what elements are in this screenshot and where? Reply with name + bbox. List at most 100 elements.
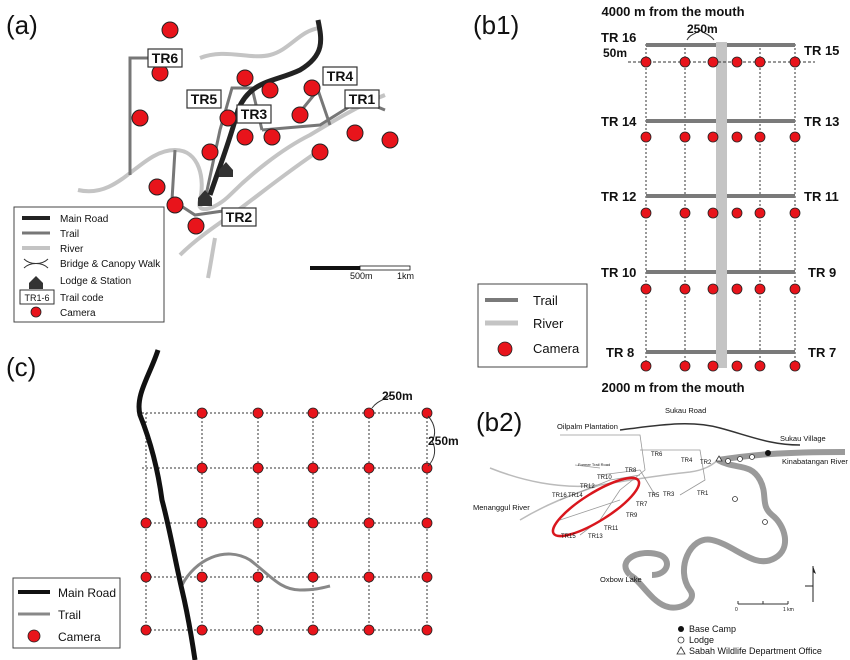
- b1-row-right: TR 13: [804, 114, 839, 129]
- camera-marker: [381, 131, 399, 149]
- panel-a: (a): [6, 10, 414, 323]
- sukau-road: [619, 423, 801, 446]
- camera-marker: [421, 407, 433, 419]
- camera-marker: [311, 143, 329, 161]
- legend-camera-icon: [497, 341, 513, 357]
- north-arrow-icon: [805, 566, 816, 602]
- camera-marker: [789, 131, 801, 143]
- camera-marker: [252, 571, 264, 583]
- camera-marker: [252, 462, 264, 474]
- panel-c: (c) 250m 250: [6, 349, 459, 660]
- study-area-highlight: [551, 476, 641, 538]
- camera-marker: [252, 624, 264, 636]
- b2-trail: TR9: [626, 513, 638, 519]
- camera-marker: [252, 407, 264, 419]
- camera-marker: [679, 131, 691, 143]
- camera-marker: [303, 79, 321, 97]
- camera-marker: [363, 624, 375, 636]
- camera-marker: [307, 462, 319, 474]
- b1-row-right: TR 15: [804, 43, 839, 58]
- panel-b1-label: (b1): [473, 10, 519, 40]
- b2-former-trail: Former Trail Road: [578, 462, 610, 467]
- camera-marker: [754, 131, 766, 143]
- b2-trail: TR6: [651, 452, 663, 458]
- main-road-a: [207, 19, 324, 196]
- b2-oxbow: Oxbow Lake: [600, 575, 642, 584]
- legend-b2-office: Sabah Wildlife Department Office: [689, 646, 822, 656]
- b2-scale-end: 1 km: [783, 607, 794, 613]
- b1-row-left: TR 10: [601, 265, 636, 280]
- river-south: [178, 148, 322, 257]
- b1-row-left: TR 12: [601, 189, 636, 204]
- legend-c-camera: Camera: [58, 630, 101, 644]
- camera-marker: [421, 517, 433, 529]
- camera-marker: [148, 178, 166, 196]
- trail-code-tr6: TR6: [152, 50, 179, 66]
- camera-marker: [196, 462, 208, 474]
- camera-marker: [140, 571, 152, 583]
- trail-code-tr2: TR2: [226, 209, 253, 225]
- trail-code-tr3: TR3: [241, 106, 268, 122]
- b1-row-right: TR 9: [808, 265, 836, 280]
- camera-marker: [291, 106, 309, 124]
- legend-b2-base-camp: Base Camp: [689, 624, 736, 634]
- camera-marker: [789, 360, 801, 372]
- camera-marker: [789, 56, 801, 68]
- legend-c-main-road: Main Road: [58, 586, 116, 600]
- legend-a-lodge: Lodge & Station: [60, 276, 131, 287]
- b1-top-text: 4000 m from the mouth: [601, 4, 744, 19]
- camera-marker: [707, 360, 719, 372]
- b2-trail: TR4: [681, 458, 693, 464]
- camera-marker: [307, 407, 319, 419]
- scale-bar-b2: 0 1 km: [735, 601, 794, 613]
- panel-b2: (b2) Sukau Road Oil: [473, 406, 848, 656]
- camera-marker: [640, 131, 652, 143]
- river-stub: [206, 237, 217, 279]
- b2-trail: TR12: [580, 484, 595, 490]
- camera-marker: [196, 517, 208, 529]
- trail-code-boxes: TR6 TR5 TR3 TR4 TR1 TR2: [147, 48, 380, 227]
- camera-marker: [307, 571, 319, 583]
- legend-b1: Trail River Camera: [477, 283, 588, 368]
- lodge-icon: [219, 162, 233, 177]
- camera-marker: [187, 217, 205, 235]
- legend-a-bridge: Bridge & Canopy Walk: [60, 259, 161, 270]
- b2-kinabatangan: Kinabatangan River: [782, 457, 848, 466]
- camera-marker: [263, 128, 281, 146]
- b2-trail: TR10: [597, 475, 612, 481]
- base-camp-marker: [765, 450, 771, 456]
- camera-marker: [731, 207, 743, 219]
- trail-code-tr1: TR1: [349, 91, 376, 107]
- camera-marker: [789, 207, 801, 219]
- b2-sukau-village: Sukau Village: [780, 434, 826, 443]
- c-main-road: [136, 349, 198, 660]
- camera-marker: [421, 571, 433, 583]
- camera-marker: [196, 624, 208, 636]
- b1-row-right: TR 11: [804, 189, 839, 204]
- panel-a-label: (a): [6, 10, 38, 40]
- camera-marker: [236, 128, 254, 146]
- camera-marker: [640, 360, 652, 372]
- camera-marker: [363, 517, 375, 529]
- scale-a-end: 1km: [397, 271, 414, 281]
- b2-trail: TR8: [625, 468, 637, 474]
- camera-marker: [731, 56, 743, 68]
- camera-marker: [421, 462, 433, 474]
- camera-marker: [131, 109, 149, 127]
- legend-a: Main Road Trail River Bridge & Canopy Wa…: [13, 206, 165, 323]
- b1-row-right: TR 7: [808, 345, 836, 360]
- b2-sukau-road: Sukau Road: [665, 406, 706, 415]
- camera-marker: [421, 624, 433, 636]
- legend-c: Main Road Trail Camera: [12, 577, 121, 649]
- camera-marker: [307, 517, 319, 529]
- camera-marker: [679, 207, 691, 219]
- legend-b1-trail: Trail: [533, 293, 558, 308]
- legend-c-trail: Trail: [58, 608, 81, 622]
- c-spacing-top: 250m: [382, 389, 413, 403]
- camera-marker: [731, 131, 743, 143]
- menanggul-river: [489, 459, 719, 488]
- c-spacing-side: 250m: [428, 434, 459, 448]
- trail-tr2: [170, 149, 231, 217]
- scale-bar-a: 500m 1km: [310, 265, 414, 281]
- camera-marker: [754, 207, 766, 219]
